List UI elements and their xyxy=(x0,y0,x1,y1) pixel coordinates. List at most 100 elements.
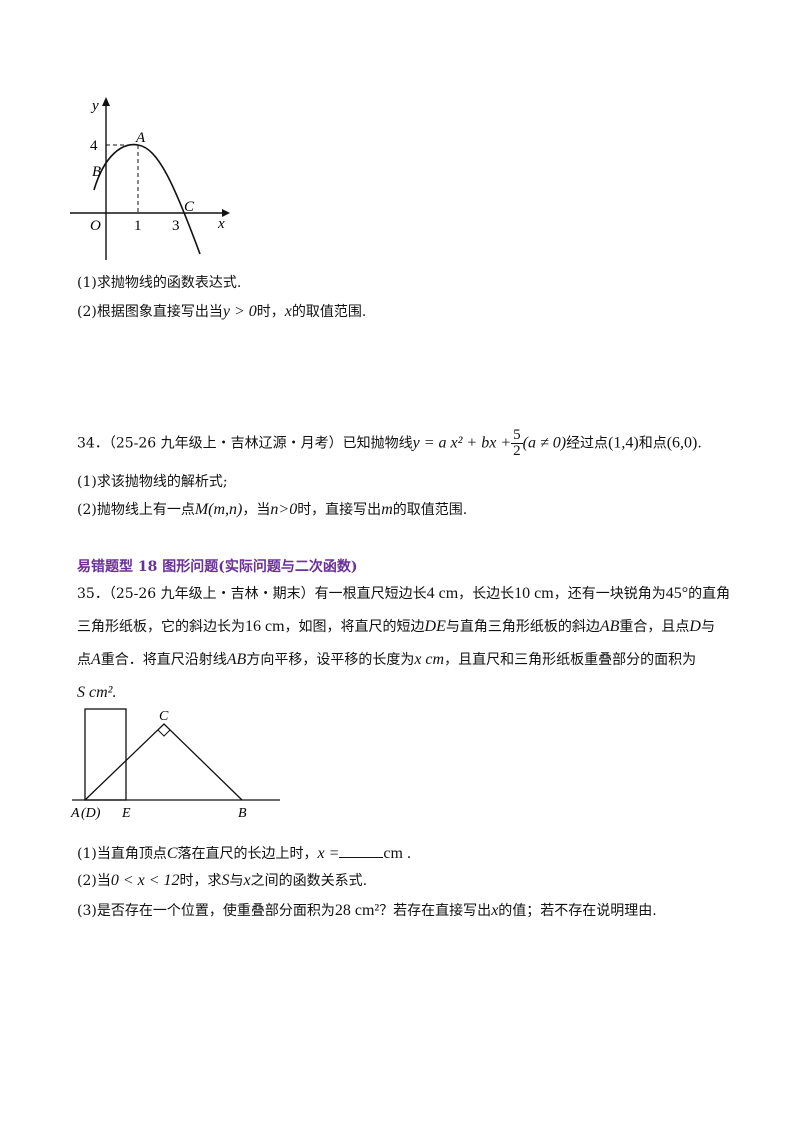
q35-line3-v3: x cm xyxy=(414,651,445,668)
q33-part2-pre: (2)根据图象直接写出当 xyxy=(77,304,223,320)
section-heading: 易错题型 18 图形问题(实际问题与二次函数) xyxy=(77,559,358,575)
q35-p1-v: C xyxy=(166,845,178,862)
label-a: A xyxy=(70,806,80,821)
parabola-curve-right xyxy=(93,143,201,255)
q35-p2-d: 之间的函数关系式. xyxy=(250,873,368,889)
x-label: x xyxy=(217,216,225,232)
q35-line1-c: ，还有一块锐角为 xyxy=(553,586,666,602)
q35-line1-v2: 10 cm xyxy=(514,585,554,602)
label-d: (D) xyxy=(81,806,101,821)
q34-condition: (a ≠ 0) xyxy=(522,434,567,452)
q34-part2-mid2: 时，直接写出 xyxy=(297,502,382,518)
q35-line1-d: 的直角 xyxy=(688,586,731,602)
point-b-label: B xyxy=(92,164,101,180)
q34-part2: (2)抛物线上有一点M(m,n)，当n>0时，直接写出m的取值范围. xyxy=(77,500,467,520)
parabola-graph: y x O A B C 4 1 3 xyxy=(70,97,230,260)
q35-line2-a: 三角形纸板，它的斜边长为 xyxy=(77,619,245,635)
q34-part2-pre: (2)抛物线上有一点 xyxy=(77,502,195,518)
q35-line2-v4: D xyxy=(689,618,701,635)
q34-part2-end: 的取值范围. xyxy=(392,502,468,518)
q34-point2: (6,0) xyxy=(666,434,698,452)
label-e: E xyxy=(121,806,131,821)
point-c-label: C xyxy=(184,199,195,215)
origin-label: O xyxy=(90,218,101,234)
q35-p3-a: (3)是否存在一个位置，使重叠部分面积为 xyxy=(77,903,335,919)
q35-line3-a: 点 xyxy=(77,652,91,668)
ruler-triangle-figure: A (D) E B C xyxy=(70,708,280,821)
x-axis-arrow xyxy=(222,209,230,217)
q33-part2-post: 时， xyxy=(256,304,285,320)
q34-statement: 34．（25-26 九年级上・吉林辽源・月考）已知抛物线y = a x² + b… xyxy=(77,428,702,459)
q35-line2-d: 重合，且点 xyxy=(619,619,690,635)
y-axis-arrow xyxy=(102,97,110,106)
q35-part2: (2)当0 < x < 12时，求S与x之间的函数关系式. xyxy=(77,871,367,891)
q33-part1: (1)求抛物线的函数表达式. xyxy=(77,275,242,291)
q34-part2-m: M(m,n) xyxy=(194,501,243,518)
q35-p3-x: x xyxy=(491,902,499,919)
q35-line2-v3: AB xyxy=(599,618,620,635)
label-c: C xyxy=(159,709,169,724)
tick-x3: 3 xyxy=(172,218,180,234)
q35-line3-v2: AB xyxy=(226,651,247,668)
q35-p2-a: (2)当 xyxy=(77,873,111,889)
q35-line2-b: ，如图，将直尺的短边 xyxy=(284,619,425,635)
q35-line3-v1: A xyxy=(91,651,101,668)
answer-blank[interactable] xyxy=(339,843,384,858)
tick-x1: 1 xyxy=(134,218,142,234)
q35-line4: S cm². xyxy=(77,683,116,703)
q35-line1: 35．（25-26 九年级上・吉林・期末）有一根直尺短边长4 cm，长边长10 … xyxy=(77,584,730,604)
q33-part2-end: 的取值范围. xyxy=(291,304,367,320)
q35-p1-a: (1)当直角顶点 xyxy=(77,846,167,862)
q35-p1-b: 落在直尺的长边上时， xyxy=(177,846,318,862)
q34-part2-mid: ，当 xyxy=(242,502,271,518)
q35-part3: (3)是否存在一个位置，使重叠部分面积为28 cm²？若存在直接写出x的值；若不… xyxy=(77,901,657,921)
point-a-label: A xyxy=(135,130,146,146)
q33-part2-x: x xyxy=(284,303,292,320)
q35-p2-x: x xyxy=(243,872,251,889)
q33-part2-math: y > 0 xyxy=(222,303,257,320)
triangle xyxy=(84,723,243,801)
y-label: y xyxy=(90,98,99,114)
q35-p2-s: S xyxy=(221,872,230,889)
q35-p2-c: 与 xyxy=(229,873,244,889)
q35-p3-v: 28 cm² xyxy=(334,902,380,919)
q35-line1-b: ，长边长 xyxy=(458,586,515,602)
q34-part2-var: m xyxy=(381,501,393,518)
q34-mid: 经过点 xyxy=(566,435,609,452)
q35-line1-v1: 4 cm xyxy=(426,585,459,602)
q35-line3-d: ，且直尺和三角形纸板重叠部分的面积为 xyxy=(444,652,697,668)
q35-line2-e: 与 xyxy=(700,619,715,635)
q35-p1-x: x = xyxy=(317,845,340,862)
ruler-rect xyxy=(84,708,127,801)
q34-prefix: 34．（25-26 九年级上・吉林辽源・月考）已知抛物线 xyxy=(77,435,413,452)
q33-part2: (2)根据图象直接写出当y > 0时，x的取值范围. xyxy=(77,302,366,322)
q34-frac-num: 5 xyxy=(511,427,523,444)
q35-p2-v: 0 < x < 12 xyxy=(110,872,180,889)
q34-part1: (1)求该抛物线的解析式; xyxy=(77,474,228,490)
q35-line2: 三角形纸板，它的斜边长为16 cm，如图，将直尺的短边DE与直角三角形纸板的斜边… xyxy=(77,617,715,637)
q35-line1-a: 35．（25-26 九年级上・吉林・期末）有一根直尺短边长 xyxy=(77,586,427,602)
q35-p3-b: ？若存在直接写出 xyxy=(379,903,492,919)
q35-p2-b: 时，求 xyxy=(179,873,222,889)
label-b: B xyxy=(238,806,247,821)
right-angle-mark xyxy=(157,729,171,737)
q35-p3-c: 的值；若不存在说明理由. xyxy=(498,903,657,919)
q34-end: . xyxy=(697,435,702,452)
q35-line2-c: 与直角三角形纸板的斜边 xyxy=(445,619,600,635)
q35-line2-v2: DE xyxy=(424,618,446,635)
q34-point1: (1,4) xyxy=(608,434,639,452)
q35-line4-text: S cm². xyxy=(77,684,117,701)
q35-line2-v1: 16 cm xyxy=(245,618,285,635)
q34-equation: y = a x² + bx + xyxy=(412,434,512,452)
q34-frac-den: 2 xyxy=(513,443,521,459)
q35-line3-c: 方向平移，设平移的长度为 xyxy=(246,652,415,668)
q35-part1: (1)当直角顶点C落在直尺的长边上时，x = cm . xyxy=(77,843,411,864)
q34-part2-cond: n>0 xyxy=(270,501,298,518)
q34-and: 和点 xyxy=(638,435,667,452)
q35-line3: 点A重合．将直尺沿射线AB方向平移，设平移的长度为x cm，且直尺和三角形纸板重… xyxy=(77,650,696,670)
q35-p1-unit: cm . xyxy=(383,845,411,862)
q35-line3-b: 重合．将直尺沿射线 xyxy=(100,652,227,668)
q35-line1-v3: 45° xyxy=(665,585,689,602)
tick-y4: 4 xyxy=(90,138,98,154)
